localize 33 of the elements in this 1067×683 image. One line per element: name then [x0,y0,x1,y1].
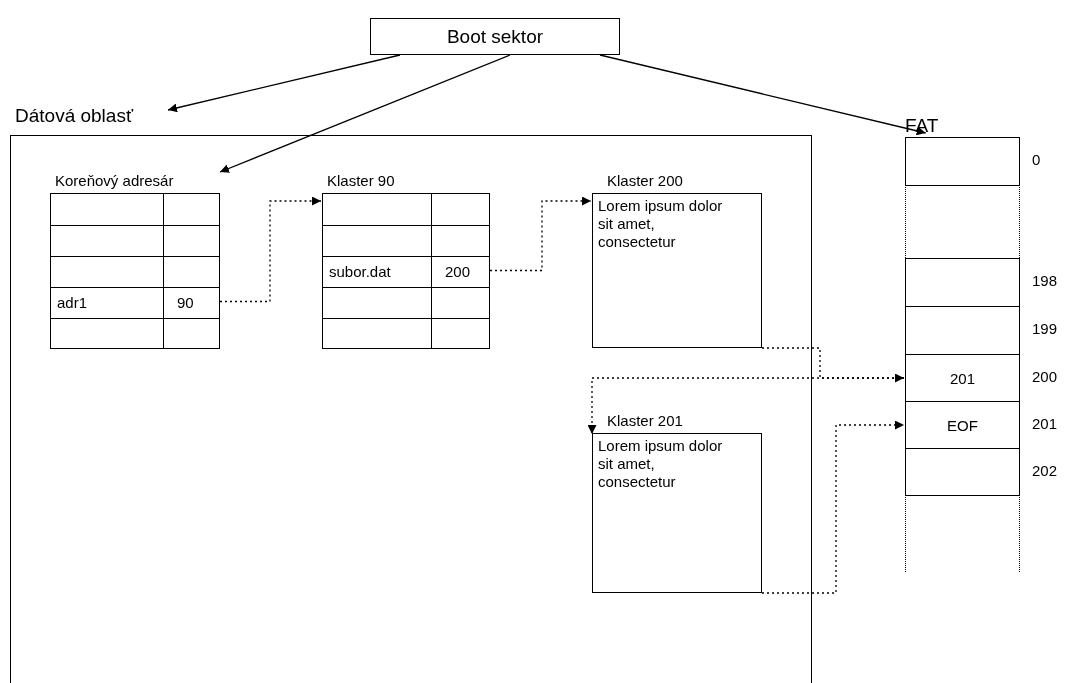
fat-heading: FAT [905,115,939,137]
file-name: adr1 [57,294,88,311]
boot-sector-box: Boot sektor [370,18,620,55]
cluster-text: Lorem ipsum dolor sit amet, consectetur [598,437,723,491]
fat-cell [905,306,1020,355]
arrow [167,54,401,113]
entry-index: 201 [1032,415,1058,432]
fat-cell [905,258,1020,307]
cluster-number: 200 [445,263,471,280]
arrow [219,54,511,173]
cluster-heading: Klaster 200 [607,172,683,189]
arrow [599,54,927,136]
arrow [761,347,905,383]
entry-index: 198 [1032,272,1058,289]
entry-index: 0 [1032,151,1041,168]
entry-index: 200 [1032,368,1058,385]
cluster-heading: Klaster 201 [607,412,683,429]
fat-cell: 201 [905,354,1020,402]
fat-cell [905,137,1020,186]
fat-cell: EOF [905,401,1020,449]
table-heading: Koreňový adresár [55,172,174,189]
entry-index: 199 [1032,320,1058,337]
cluster-number: 90 [177,294,194,311]
arrow [761,420,905,594]
area-heading: Dátová oblasť [15,105,134,127]
file-name: subor.dat [329,263,391,280]
entry-index: 202 [1032,462,1058,479]
arrow [219,196,322,303]
arrow [587,377,905,435]
fat-cell [905,448,1020,496]
table-heading: Klaster 90 [327,172,395,189]
arrow [489,196,592,272]
cluster-text: Lorem ipsum dolor sit amet, consectetur [598,197,723,251]
